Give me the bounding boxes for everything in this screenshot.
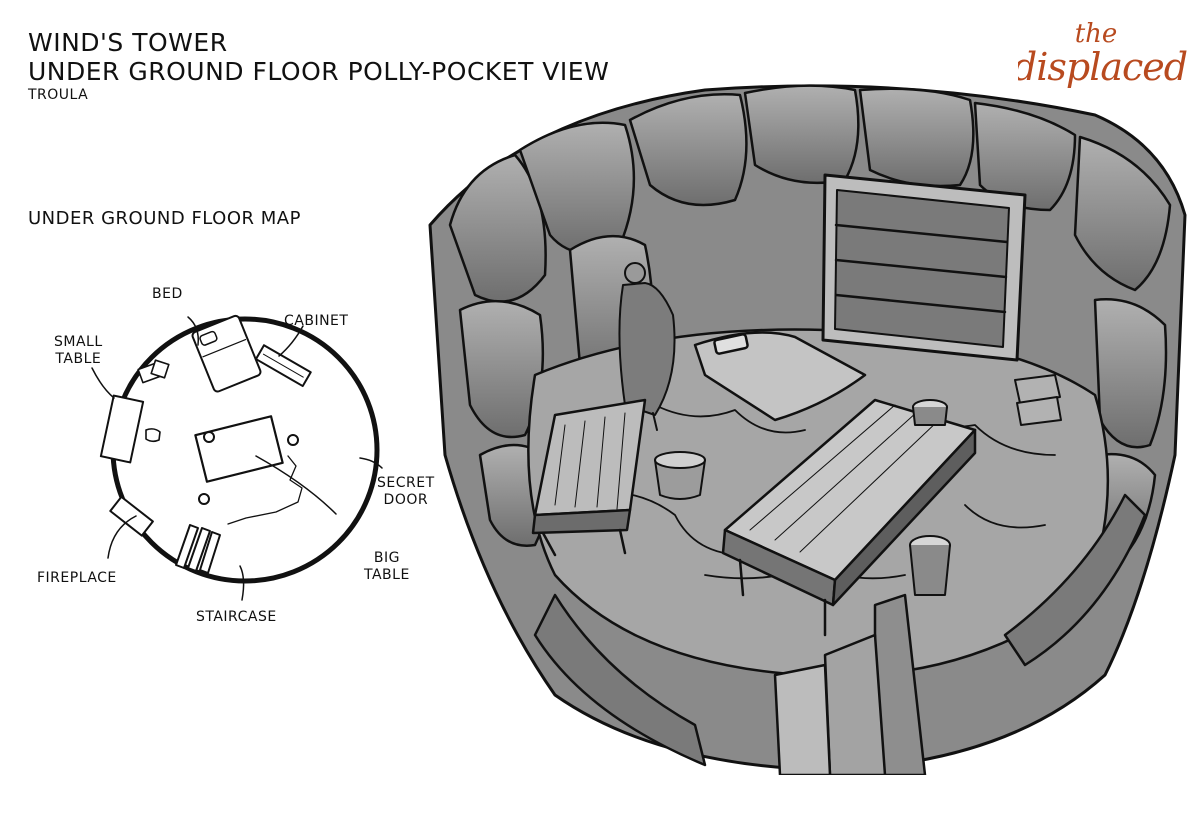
bookshelf <box>821 173 1027 362</box>
staircase-label: STAIRCASE <box>196 609 277 625</box>
map-heading: UNDER GROUND FLOOR MAP <box>28 208 301 229</box>
secret-door-label-line2: DOOR <box>383 492 429 508</box>
big-table-label-line2: TABLE <box>364 567 410 583</box>
secret-door-leader-line <box>359 457 383 469</box>
fireplace-label: FIREPLACE <box>37 570 117 586</box>
polly-pocket-scene-illustration <box>428 84 1187 775</box>
bed-label: BED <box>152 286 183 302</box>
secret-door-label-line1: SECRET <box>377 475 435 491</box>
fireplace-shape <box>109 495 154 537</box>
cabinet-leader-line <box>278 325 304 357</box>
staircase <box>773 593 927 775</box>
page-title: WIND'S TOWER <box>28 28 228 57</box>
big-table-label: BIG TABLE <box>364 550 410 584</box>
big-table-label-line1: BIG <box>373 550 400 566</box>
bed-leader-line <box>187 316 200 346</box>
small-table-leader-line <box>91 367 115 399</box>
stool-shape <box>198 493 210 505</box>
big-table <box>721 398 977 637</box>
front-wall-rim <box>1003 493 1147 667</box>
bucket <box>654 451 706 500</box>
fireplace-leader-line <box>107 515 137 559</box>
floor-map-diagram <box>91 314 383 601</box>
secret-door-label: SECRET DOOR <box>377 475 435 509</box>
book-stack <box>1014 374 1062 426</box>
stool <box>912 399 948 426</box>
title-block: WIND'S TOWER UNDER GROUND FLOOR POLLY-PO… <box>28 28 609 103</box>
author-name: TROULA <box>28 87 89 103</box>
staircase-leader-line <box>239 565 245 601</box>
stool-shape <box>203 431 215 443</box>
cabinet-shape <box>254 344 312 388</box>
small-table <box>531 398 647 557</box>
stool-shape <box>287 434 299 446</box>
front-wall-rim <box>533 593 707 767</box>
small-table-label-line1: SMALL <box>54 334 103 350</box>
the-displaced-logo: the displaced <box>1018 19 1188 89</box>
small-table-shape <box>99 359 170 464</box>
small-table-label: SMALL TABLE <box>54 334 103 368</box>
secret-passage-crack <box>227 455 303 525</box>
logo-word-top: the <box>1075 19 1118 49</box>
logo-word-main: displaced <box>1018 45 1187 89</box>
big-table-shape <box>194 415 284 483</box>
bed <box>693 331 867 422</box>
bed-shape <box>191 314 262 393</box>
stool <box>909 535 951 596</box>
staircase-shape <box>175 524 221 574</box>
page-subtitle: UNDER GROUND FLOOR POLLY-POCKET VIEW <box>28 57 610 86</box>
small-table-label-line2: TABLE <box>55 351 102 367</box>
big-table-leader-line <box>255 455 337 515</box>
cabinet-label: CABINET <box>284 313 349 329</box>
